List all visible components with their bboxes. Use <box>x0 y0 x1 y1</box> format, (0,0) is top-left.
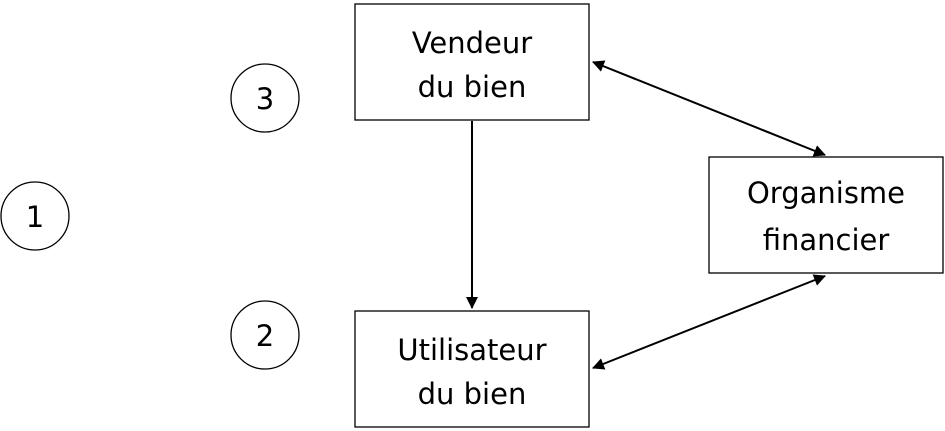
marker-2-circle <box>230 300 300 370</box>
financial-box-line2: financier <box>763 223 890 257</box>
marker-2: 2 <box>230 300 300 370</box>
marker-1-label: 1 <box>26 200 44 234</box>
user-box-line1: Utilisateur <box>397 333 546 367</box>
financial-box-line1: Organisme <box>747 176 905 210</box>
user-box-rect <box>354 310 590 428</box>
marker-1-circle <box>0 181 70 251</box>
marker-3-label: 3 <box>256 82 274 116</box>
seller-box-line2: du bien <box>418 70 527 104</box>
marker-3-circle <box>230 63 300 133</box>
marker-1: 1 <box>0 181 70 251</box>
arrow-seller-financial <box>592 60 826 157</box>
seller-box-line1: Vendeur <box>412 26 532 60</box>
financial-box: Organisme financier <box>708 156 944 274</box>
user-box-line2: du bien <box>418 377 527 411</box>
seller-box: Vendeur du bien <box>354 3 590 121</box>
seller-box-rect <box>354 3 590 121</box>
marker-2-label: 2 <box>256 319 274 353</box>
arrow-user-financial <box>592 274 826 370</box>
user-box: Utilisateur du bien <box>354 310 590 428</box>
financial-box-rect <box>708 156 944 274</box>
marker-3: 3 <box>230 63 300 133</box>
